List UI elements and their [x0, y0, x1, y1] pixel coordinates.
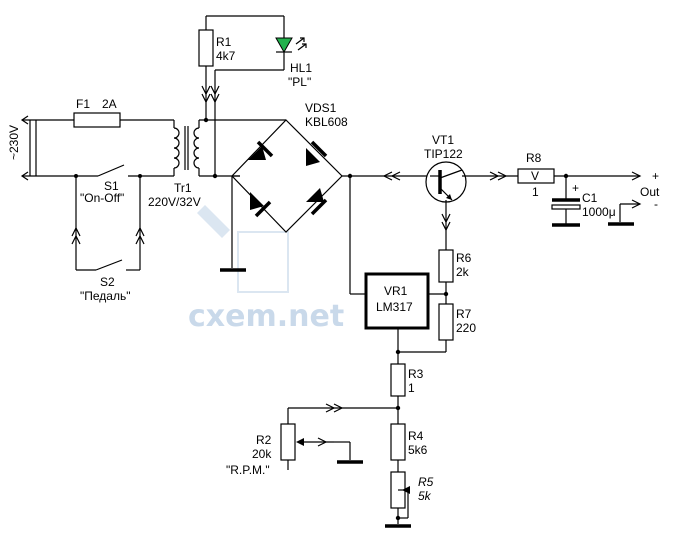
- transformer-tr1: Tr1 220V/32V: [148, 117, 240, 209]
- vr1-part: LM317: [376, 300, 413, 314]
- tr1-ratio: 220V/32V: [148, 195, 201, 209]
- r1-hl1-branch: R1 4k7 HL1 "PL": [198, 15, 312, 176]
- resistor-r3: R3 1: [390, 363, 424, 424]
- r1-value: 4k7: [216, 49, 236, 63]
- resistor-r6: R6 2k: [428, 249, 472, 304]
- out-minus: -: [654, 197, 658, 211]
- watermark-text: cxem.net: [188, 299, 344, 334]
- f1-label: F1: [76, 97, 90, 111]
- f1-rating: 2A: [102, 97, 117, 111]
- resistor-r4: R4 5k6: [390, 423, 428, 472]
- switch-s2: S2 "Педаль": [71, 176, 145, 303]
- hl1-desc: "PL": [288, 75, 311, 89]
- watermark: cxem.net: [188, 205, 344, 334]
- r2-desc: "R.P.M.": [226, 463, 270, 477]
- vr1-label: VR1: [384, 284, 408, 298]
- tr1-label: Tr1: [174, 181, 192, 195]
- transistor-vt1: VT1 TIP122: [424, 133, 518, 250]
- out-label: Out: [640, 185, 660, 199]
- output-terminals: + - Out: [608, 169, 660, 226]
- s1-desc: "On-Off": [80, 191, 124, 205]
- r5-value: 5k: [418, 489, 432, 503]
- c1-value: 1000μ: [582, 205, 616, 219]
- resistor-r8: V R8 1: [517, 151, 640, 199]
- resistor-r7: R7 220: [398, 303, 476, 353]
- r2-label: R2: [256, 433, 272, 447]
- mains-input: ~230V: [7, 115, 98, 181]
- s2-desc: "Педаль": [80, 289, 130, 303]
- fuse-f1: F1 2A: [73, 97, 174, 128]
- potentiometer-r2: R2 20k "R.P.M.": [226, 403, 398, 477]
- led-icon: [275, 37, 293, 54]
- capacitor-c1: + C1 1000μ: [551, 176, 616, 227]
- r3-label: R3: [408, 367, 424, 381]
- r4-label: R4: [408, 429, 424, 443]
- r8-value: 1: [532, 185, 539, 199]
- mains-label: ~230V: [7, 125, 21, 160]
- r1-label: R1: [216, 35, 232, 49]
- vds1-label: VDS1: [305, 101, 337, 115]
- r2-value: 20k: [252, 447, 272, 461]
- r4-value: 5k6: [408, 443, 428, 457]
- r7-value: 220: [456, 321, 476, 335]
- vt1-label: VT1: [432, 133, 454, 147]
- r6-value: 2k: [456, 265, 470, 279]
- trimmer-r5: R5 5k: [385, 471, 434, 528]
- s2-label: S2: [100, 275, 115, 289]
- r8-mark: V: [531, 169, 539, 183]
- bridge-vds1: VDS1 KBL608: [220, 101, 430, 272]
- r6-label: R6: [456, 251, 472, 265]
- resistor-r1: [198, 29, 214, 67]
- out-plus: +: [652, 169, 659, 183]
- c1-label: C1: [582, 191, 598, 205]
- r8-label: R8: [526, 151, 542, 165]
- hl1-label: HL1: [290, 61, 312, 75]
- r3-value: 1: [408, 381, 415, 395]
- regulator-vr1: VR1 LM317: [349, 176, 430, 364]
- r7-label: R7: [456, 307, 472, 321]
- vds1-part: KBL608: [305, 115, 348, 129]
- vt1-part: TIP122: [424, 147, 463, 161]
- s1-label: S1: [104, 179, 119, 193]
- r5-label: R5: [418, 475, 434, 489]
- c1-plus: +: [572, 181, 579, 195]
